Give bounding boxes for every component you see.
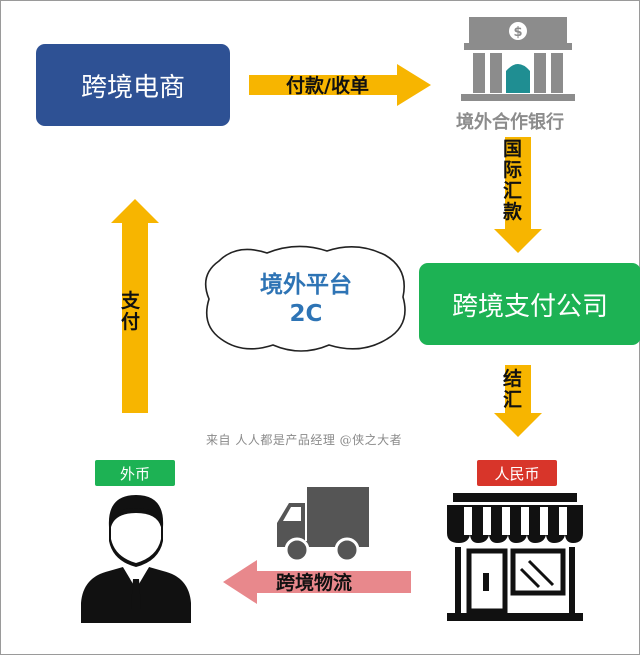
customer-person-icon xyxy=(81,495,191,623)
international-remittance-arrow xyxy=(494,137,542,253)
pay-collect-arrow xyxy=(249,64,431,106)
pay-collect-label: 付款/收单 xyxy=(286,75,369,97)
international-remittance-label: 国 际 汇 款 xyxy=(503,138,523,223)
cross-border-logistics-label: 跨境物流 xyxy=(276,572,353,594)
overseas-platform-cloud xyxy=(204,245,406,352)
cross-border-payment-company-box: 跨境支付公司 xyxy=(419,263,640,345)
cross-border-ecommerce-label: 跨境电商 xyxy=(80,72,185,103)
settlement-label: 结 汇 xyxy=(503,368,523,411)
payment-up-arrow xyxy=(111,199,159,413)
store-shop-icon xyxy=(447,493,583,621)
cross-border-payment-company-label: 跨境支付公司 xyxy=(451,291,608,322)
cross-border-logistics-arrow xyxy=(223,560,411,604)
bank-building-icon: $ xyxy=(461,17,575,101)
overseas-bank-label: 境外合作银行 xyxy=(456,112,564,133)
svg-text:$: $ xyxy=(513,25,522,40)
foreign-currency-badge: 外币 xyxy=(95,460,175,486)
delivery-truck-icon xyxy=(277,487,369,563)
rmb-badge: 人民币 xyxy=(477,460,557,486)
cross-border-ecommerce-box: 跨境电商 xyxy=(36,44,230,126)
source-watermark: 来自 人人都是产品经理 @侠之大者 xyxy=(206,433,403,447)
payment-label: 支 付 xyxy=(121,290,141,333)
settlement-arrow xyxy=(494,365,542,437)
overseas-platform-label: 境外平台 2C xyxy=(260,272,352,327)
